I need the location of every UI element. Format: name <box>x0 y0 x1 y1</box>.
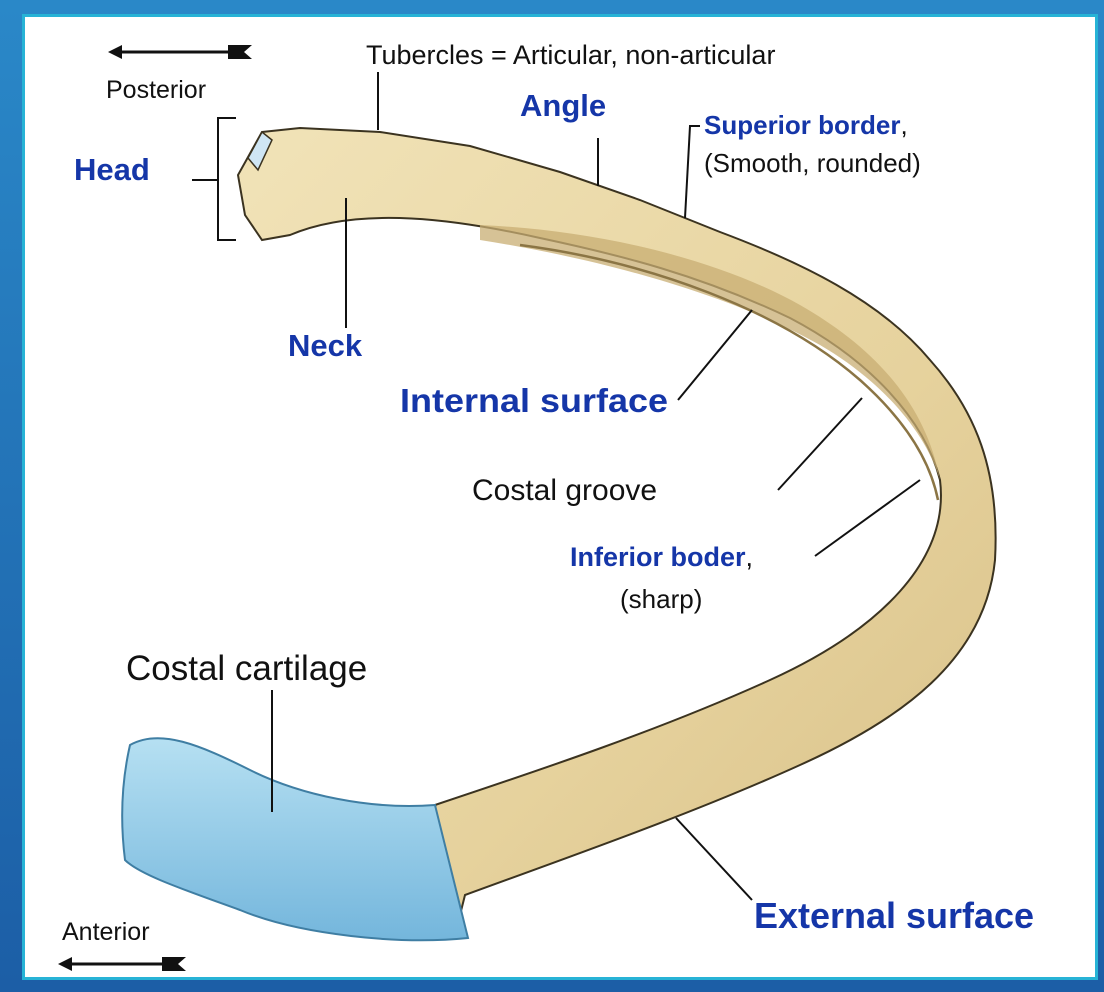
internal-surface-label: Internal surface <box>400 382 668 419</box>
costal-groove-label: Costal groove <box>472 474 657 507</box>
inferior-border-comma: , <box>746 542 754 572</box>
inferior-border-note: (sharp) <box>620 584 702 614</box>
superior-border-note: (Smooth, rounded) <box>704 148 921 178</box>
posterior-label: Posterior <box>106 76 206 104</box>
angle-label: Angle <box>520 88 606 123</box>
posterior-arrow <box>108 45 252 59</box>
superior-border-comma: , <box>900 110 907 140</box>
external-surface-label: External surface <box>754 895 1034 936</box>
superior-border-label: Superior border, <box>704 110 908 140</box>
neck-label: Neck <box>288 328 363 363</box>
inferior-border-label: Inferior boder, <box>570 542 753 572</box>
head-label: Head <box>74 152 150 187</box>
inferior-border-title: Inferior boder <box>570 542 746 572</box>
tubercles-label: Tubercles = Articular, non-articular <box>366 40 775 70</box>
anterior-arrow <box>58 957 186 971</box>
costal-cartilage-label: Costal cartilage <box>126 649 367 688</box>
costal-cartilage-shape <box>122 738 468 940</box>
anterior-label: Anterior <box>62 918 150 946</box>
superior-border-title: Superior border <box>704 110 900 140</box>
